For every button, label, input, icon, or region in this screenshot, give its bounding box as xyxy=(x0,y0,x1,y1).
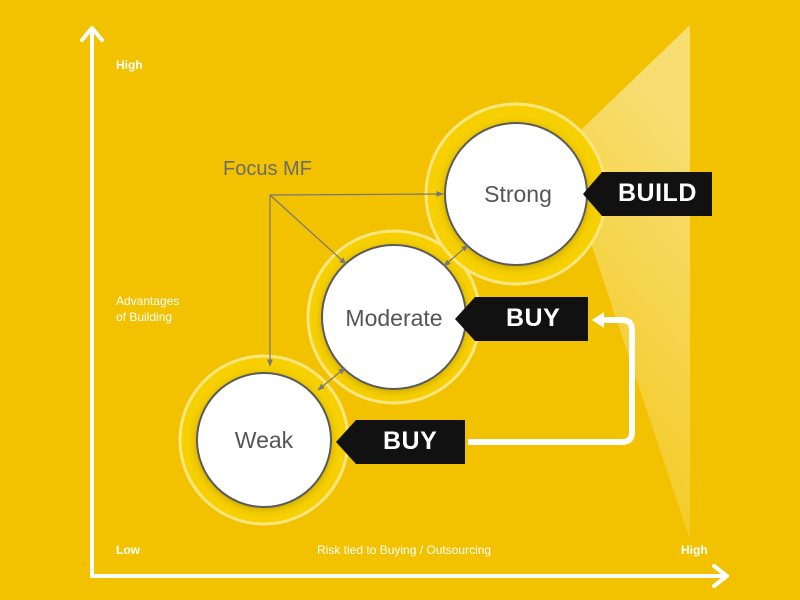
link-moderate-strong xyxy=(443,244,469,267)
level-strong-label: Strong xyxy=(484,181,552,207)
y-axis-title: Advantages of Building xyxy=(116,294,180,324)
action-buy-moderate-label: BUY xyxy=(506,304,561,332)
circle-weak xyxy=(178,354,350,526)
highlight-beam xyxy=(560,25,690,540)
tag-build xyxy=(583,172,712,216)
focus-mf-label: Focus MF xyxy=(223,158,312,180)
y-axis-high-label: High xyxy=(116,58,143,72)
level-moderate-label: Moderate xyxy=(345,305,443,331)
y-axis xyxy=(80,26,104,578)
tag-buy-moderate xyxy=(455,297,588,341)
circle-moderate xyxy=(306,229,482,405)
action-build-label: BUILD xyxy=(618,179,697,207)
x-axis xyxy=(90,564,729,588)
tag-buy-weak xyxy=(336,420,465,464)
link-weak-moderate xyxy=(317,367,346,391)
level-weak-label: Weak xyxy=(234,427,294,453)
x-axis-title: Risk tied to Buying / Outsourcing xyxy=(317,543,492,557)
x-axis-low-label: Low xyxy=(116,543,140,557)
loop-arrow xyxy=(468,312,635,445)
focus-connectors xyxy=(267,191,444,367)
action-buy-weak-label: BUY xyxy=(383,427,438,455)
x-axis-high-label: High xyxy=(681,543,708,557)
